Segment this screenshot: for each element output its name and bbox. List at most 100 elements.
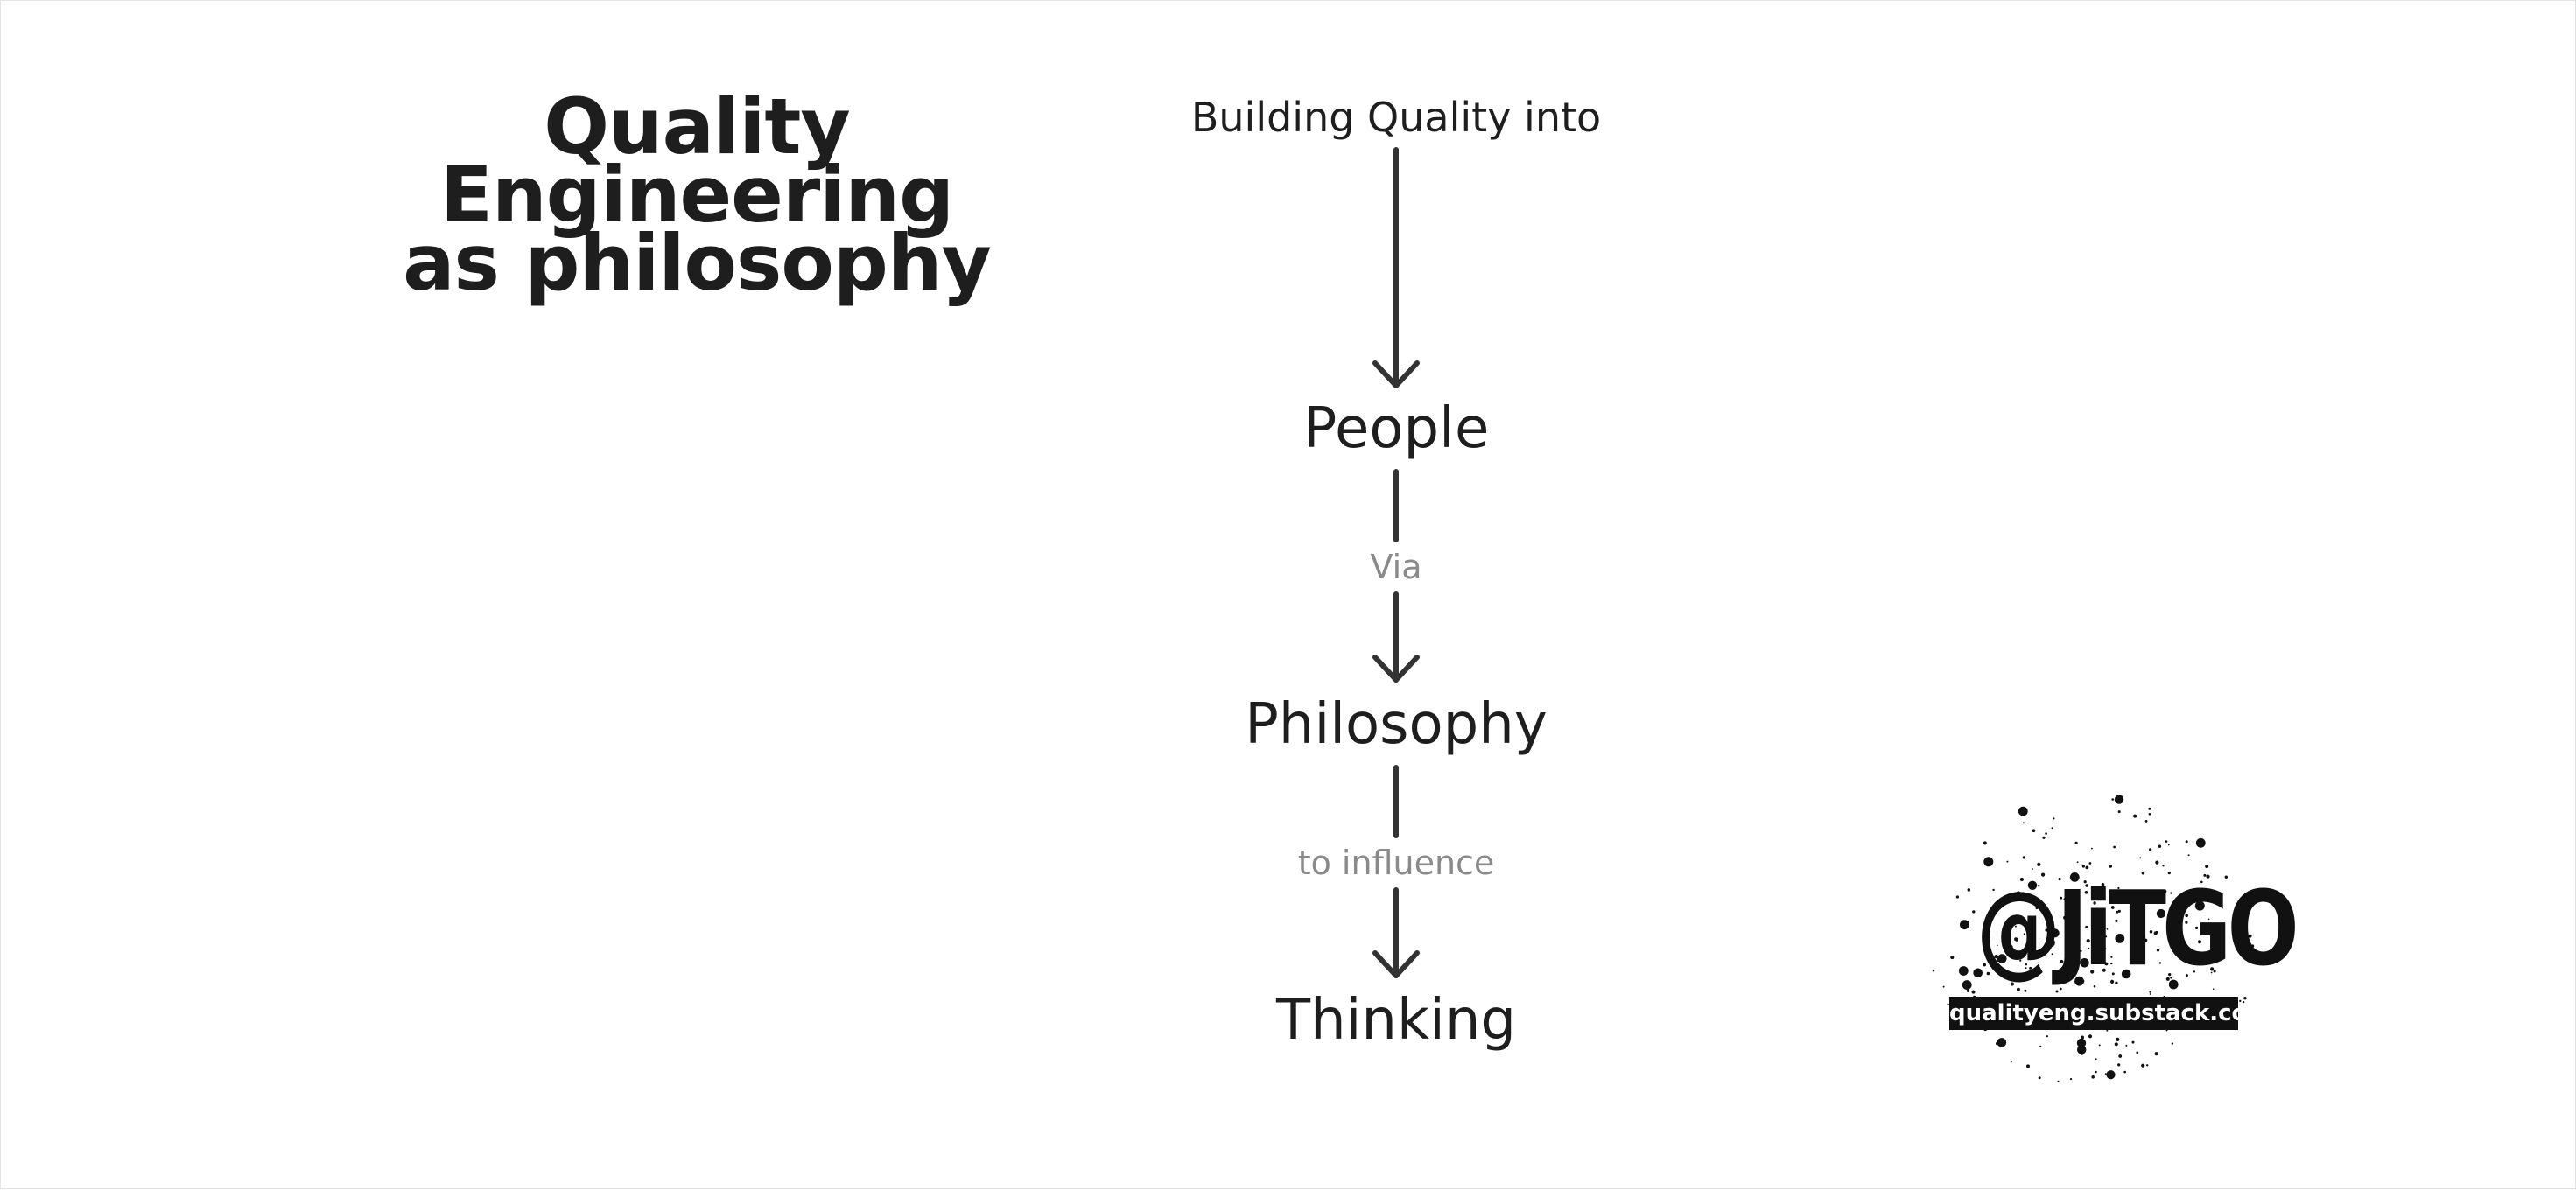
- splatter-dot: [2105, 935, 2108, 938]
- splatter-dot: [2063, 963, 2066, 966]
- splatter-dot: [2117, 1063, 2121, 1067]
- splatter-dot: [2060, 896, 2063, 900]
- splatter-dot: [2110, 979, 2115, 984]
- splatter-dot: [2156, 948, 2160, 952]
- splatter-dot: [2203, 873, 2207, 877]
- badge-url: qualityeng.substack.com: [1949, 997, 2271, 1030]
- splatter-dot: [2026, 1064, 2030, 1068]
- splatter-dot: [2116, 910, 2119, 914]
- splatter-dot: [2149, 993, 2151, 995]
- splatter-dot: [2080, 949, 2082, 953]
- splatter-dot: [2114, 1042, 2118, 1046]
- splatter-dot: [2144, 938, 2148, 942]
- splatter-dot: [2207, 918, 2210, 920]
- splatter-dot: [2106, 1070, 2116, 1080]
- splatter-dot: [2085, 884, 2088, 887]
- splatter-dot: [1983, 962, 1986, 967]
- splatter-dot: [2109, 890, 2112, 893]
- splatter-dot: [2118, 1054, 2123, 1058]
- splatter-dot: [2179, 925, 2182, 928]
- splatter-dot: [2051, 953, 2053, 956]
- splatter-dot: [2146, 1064, 2149, 1067]
- splatter-dot: [2091, 847, 2093, 850]
- splatter-dot: [2008, 924, 2011, 928]
- splatter-dot: [2102, 934, 2104, 935]
- splatter-dot: [2116, 1037, 2120, 1041]
- splatter-dot: [2123, 1070, 2126, 1074]
- splatter-dot: [2115, 919, 2118, 922]
- splatter-dot: [2035, 906, 2039, 910]
- splatter-dot: [2076, 897, 2081, 901]
- splatter-dot: [2046, 1035, 2048, 1038]
- splatter-dot: [2125, 1044, 2128, 1046]
- splatter-dot: [2060, 959, 2064, 964]
- diagram-title: Quality Engineering as philosophy: [290, 88, 1104, 302]
- splatter-dot: [2039, 1045, 2042, 1047]
- splatter-dot: [2067, 957, 2077, 967]
- splatter-dot: [2019, 959, 2022, 962]
- splatter-dot: [2106, 1029, 2109, 1032]
- splatter-dot: [2153, 931, 2158, 935]
- splatter-dot: [2111, 972, 2115, 976]
- splatter-dot: [2080, 1051, 2084, 1055]
- splatter-dot: [2093, 901, 2096, 905]
- splatter-dot: [2194, 900, 2205, 911]
- splatter-dot: [2145, 890, 2155, 900]
- splatter-dot: [2167, 872, 2171, 875]
- splatter-dot: [1971, 990, 1976, 994]
- splatter-dot: [2032, 829, 2036, 832]
- splatter-dot: [2165, 976, 2170, 981]
- splatter-dot: [2168, 979, 2179, 990]
- splatter-dot: [2155, 860, 2159, 864]
- splatter-dot: [2085, 865, 2089, 870]
- arrow-top-to-people: [1372, 147, 1420, 388]
- splatter-dot: [2148, 813, 2151, 816]
- splatter-dot: [2093, 935, 2097, 940]
- splatter-dot: [2025, 963, 2028, 966]
- splatter-dot: [2016, 891, 2020, 895]
- splatter-dot: [1947, 1003, 1949, 1006]
- splatter-dot: [2158, 962, 2162, 964]
- splatter-dot: [2250, 944, 2255, 948]
- splatter-dot: [2133, 814, 2137, 818]
- splatter-dot: [2058, 878, 2061, 881]
- splatter-dot: [1960, 920, 1969, 930]
- splatter-dot: [2088, 862, 2092, 864]
- splatter-dot: [2042, 836, 2046, 839]
- splatter-dot: [2015, 938, 2018, 942]
- splatter-dot: [2110, 906, 2115, 909]
- splatter-dot: [2234, 933, 2237, 936]
- splatter-dot: [2248, 934, 2252, 938]
- splatter-dot: [2131, 1040, 2135, 1044]
- splatter-dot: [2113, 845, 2116, 849]
- splatter-dot: [2168, 939, 2172, 942]
- splatter-dot: [2045, 928, 2048, 932]
- edge-label-via: Via: [1370, 548, 1422, 586]
- splatter-dot: [2193, 970, 2196, 973]
- splatter-dot: [2076, 1038, 2087, 1048]
- splatter-dot: [2081, 864, 2085, 868]
- splatter-dot: [2029, 966, 2032, 970]
- splatter-dot: [1996, 944, 1998, 947]
- splatter-dot: [2187, 892, 2189, 894]
- splatter-dot: [2032, 868, 2033, 870]
- splatter-dot: [2185, 914, 2188, 918]
- splatter-dot: [2080, 958, 2089, 968]
- badge-handle: @JiTGO: [1976, 868, 2299, 989]
- splatter-dot: [2185, 974, 2188, 977]
- splatter-dot: [2086, 939, 2090, 943]
- splatter-dot: [2093, 985, 2096, 988]
- splatter-dot: [2091, 1075, 2095, 1079]
- splatter-dot: [1983, 857, 1994, 867]
- jitgo-badge: @JiTGO qualityeng.substack.com: [1914, 780, 2299, 1095]
- splatter-dot: [2095, 1058, 2097, 1060]
- splatter-dot: [2149, 990, 2151, 993]
- splatter-dot: [1997, 954, 2007, 963]
- splatter-dot: [2163, 889, 2167, 893]
- splatter-dot: [2022, 856, 2025, 859]
- splatter-dot: [2210, 967, 2215, 971]
- splatter-dot: [2224, 875, 2228, 878]
- splatter-dot: [1983, 951, 1987, 955]
- splatter-dot: [2243, 1001, 2245, 1004]
- splatter-dot: [2165, 1029, 2168, 1032]
